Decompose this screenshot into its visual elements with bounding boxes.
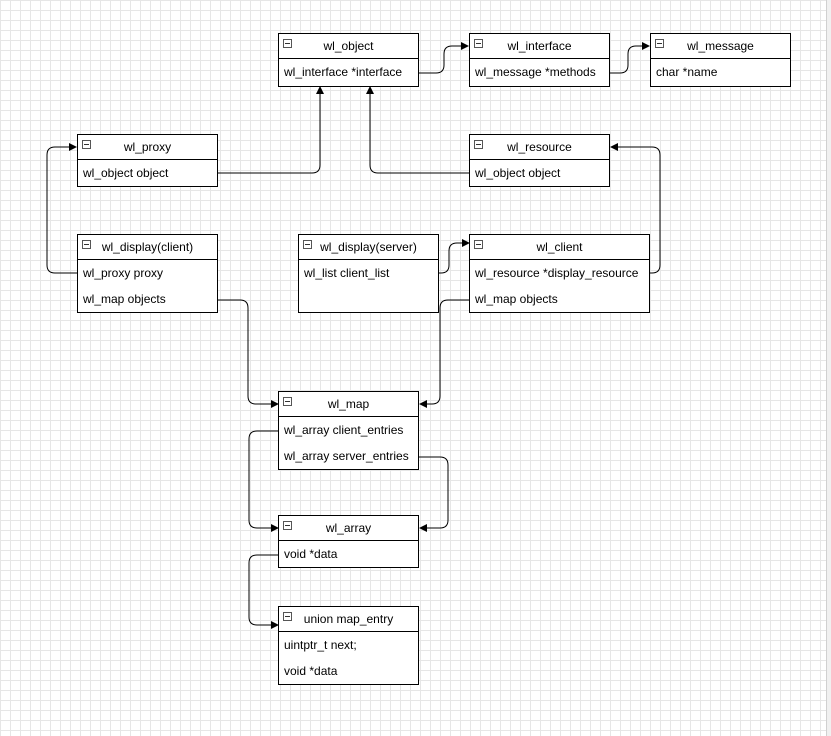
wl-map-box[interactable]: wl_map wl_array client_entries wl_array … [278, 391, 419, 470]
wl-interface-box[interactable]: wl_interface wl_message *methods [469, 33, 610, 87]
field-server-entries: wl_array server_entries [284, 449, 409, 463]
wl-interface-header[interactable]: wl_interface [470, 34, 609, 59]
field-data: void *data [284, 547, 338, 561]
collapse-icon[interactable] [283, 612, 292, 621]
field-objects: wl_map objects [83, 292, 166, 306]
collapse-icon[interactable] [82, 140, 91, 149]
collapse-icon[interactable] [655, 39, 664, 48]
box-title: wl_resource [507, 140, 572, 154]
wl-resource-box[interactable]: wl_resource wl_object object [469, 134, 610, 187]
arrowhead [419, 400, 427, 408]
arrowhead [69, 143, 77, 151]
edge-display-client-objects-to-map [218, 299, 271, 405]
field-object: wl_object object [83, 166, 169, 180]
edge-display-server-to-client [439, 242, 462, 274]
collapse-icon[interactable] [474, 240, 483, 249]
field-data: void *data [284, 664, 338, 678]
arrowhead [461, 42, 469, 50]
collapse-icon[interactable] [283, 521, 292, 530]
field-client-list: wl_list client_list [304, 266, 390, 280]
collapse-icon[interactable] [474, 39, 483, 48]
box-title: wl_interface [507, 39, 572, 53]
field-proxy: wl_proxy proxy [83, 266, 164, 280]
wl-display-client-header[interactable]: wl_display(client) [78, 235, 217, 260]
edge-client-objects-to-map [427, 299, 470, 405]
box-title: wl_map [327, 397, 370, 411]
collapse-icon[interactable] [474, 140, 483, 149]
field-interface: wl_interface *interface [284, 65, 403, 79]
wl-resource-header[interactable]: wl_resource [470, 135, 609, 160]
wl-message-box[interactable]: wl_message char *name [650, 33, 791, 87]
wl-display-client-box[interactable]: wl_display(client) wl_proxy proxy wl_map… [77, 234, 218, 313]
collapse-icon[interactable] [283, 39, 292, 48]
wl-proxy-header[interactable]: wl_proxy [78, 135, 217, 160]
collapse-icon[interactable] [283, 397, 292, 406]
wl-proxy-box[interactable]: wl_proxy wl_object object [77, 134, 218, 187]
wl-message-header[interactable]: wl_message [651, 34, 790, 59]
arrowhead [642, 42, 650, 50]
collapse-icon[interactable] [303, 240, 312, 249]
field-object: wl_object object [475, 166, 561, 180]
box-title: union map_entry [303, 612, 394, 626]
box-title: wl_array [325, 521, 372, 535]
field-name: char *name [656, 65, 718, 79]
map-entry-header[interactable]: union map_entry [279, 607, 418, 632]
box-title: wl_client [536, 240, 583, 254]
field-client-entries: wl_array client_entries [284, 423, 404, 437]
edge-array-to-map-entry [248, 554, 279, 626]
wl-map-header[interactable]: wl_map [279, 392, 418, 417]
box-title: wl_object [323, 39, 374, 53]
edge-map-client-entries-to-array [248, 430, 279, 529]
edge-object-to-interface [418, 45, 462, 74]
box-title: wl_proxy [123, 140, 172, 154]
edge-map-server-entries-to-array [419, 456, 449, 529]
field-next: uintptr_t next; [284, 638, 357, 652]
edge-proxy-to-object [218, 93, 321, 174]
wl-client-box[interactable]: wl_client wl_resource *display_resource … [469, 234, 650, 313]
field-methods: wl_message *methods [475, 65, 596, 79]
edge-interface-to-message [609, 45, 643, 74]
box-title: wl_display(server) [320, 240, 417, 254]
vertical-scrollbar[interactable] [826, 0, 831, 736]
arrowhead [316, 86, 324, 94]
box-title: wl_message [687, 39, 754, 53]
field-objects: wl_map objects [475, 292, 558, 306]
wl-object-header[interactable]: wl_object [279, 34, 418, 59]
wl-array-header[interactable]: wl_array [279, 516, 418, 541]
edge-display-client-to-proxy [46, 146, 77, 274]
wl-display-server-header[interactable]: wl_display(server) [299, 235, 438, 260]
map-entry-box[interactable]: union map_entry uintptr_t next; void *da… [278, 606, 419, 685]
wl-client-header[interactable]: wl_client [470, 235, 649, 260]
arrowhead [419, 524, 427, 532]
arrowhead [610, 143, 618, 151]
wl-display-server-box[interactable]: wl_display(server) wl_list client_list [298, 234, 439, 313]
box-title: wl_display(client) [101, 240, 194, 254]
wl-object-box[interactable]: wl_object wl_interface *interface [278, 33, 419, 87]
wl-array-box[interactable]: wl_array void *data [278, 515, 419, 568]
collapse-icon[interactable] [82, 240, 91, 249]
arrowhead [366, 86, 374, 94]
field-display-resource: wl_resource *display_resource [475, 266, 639, 280]
edge-resource-to-object [369, 93, 470, 174]
